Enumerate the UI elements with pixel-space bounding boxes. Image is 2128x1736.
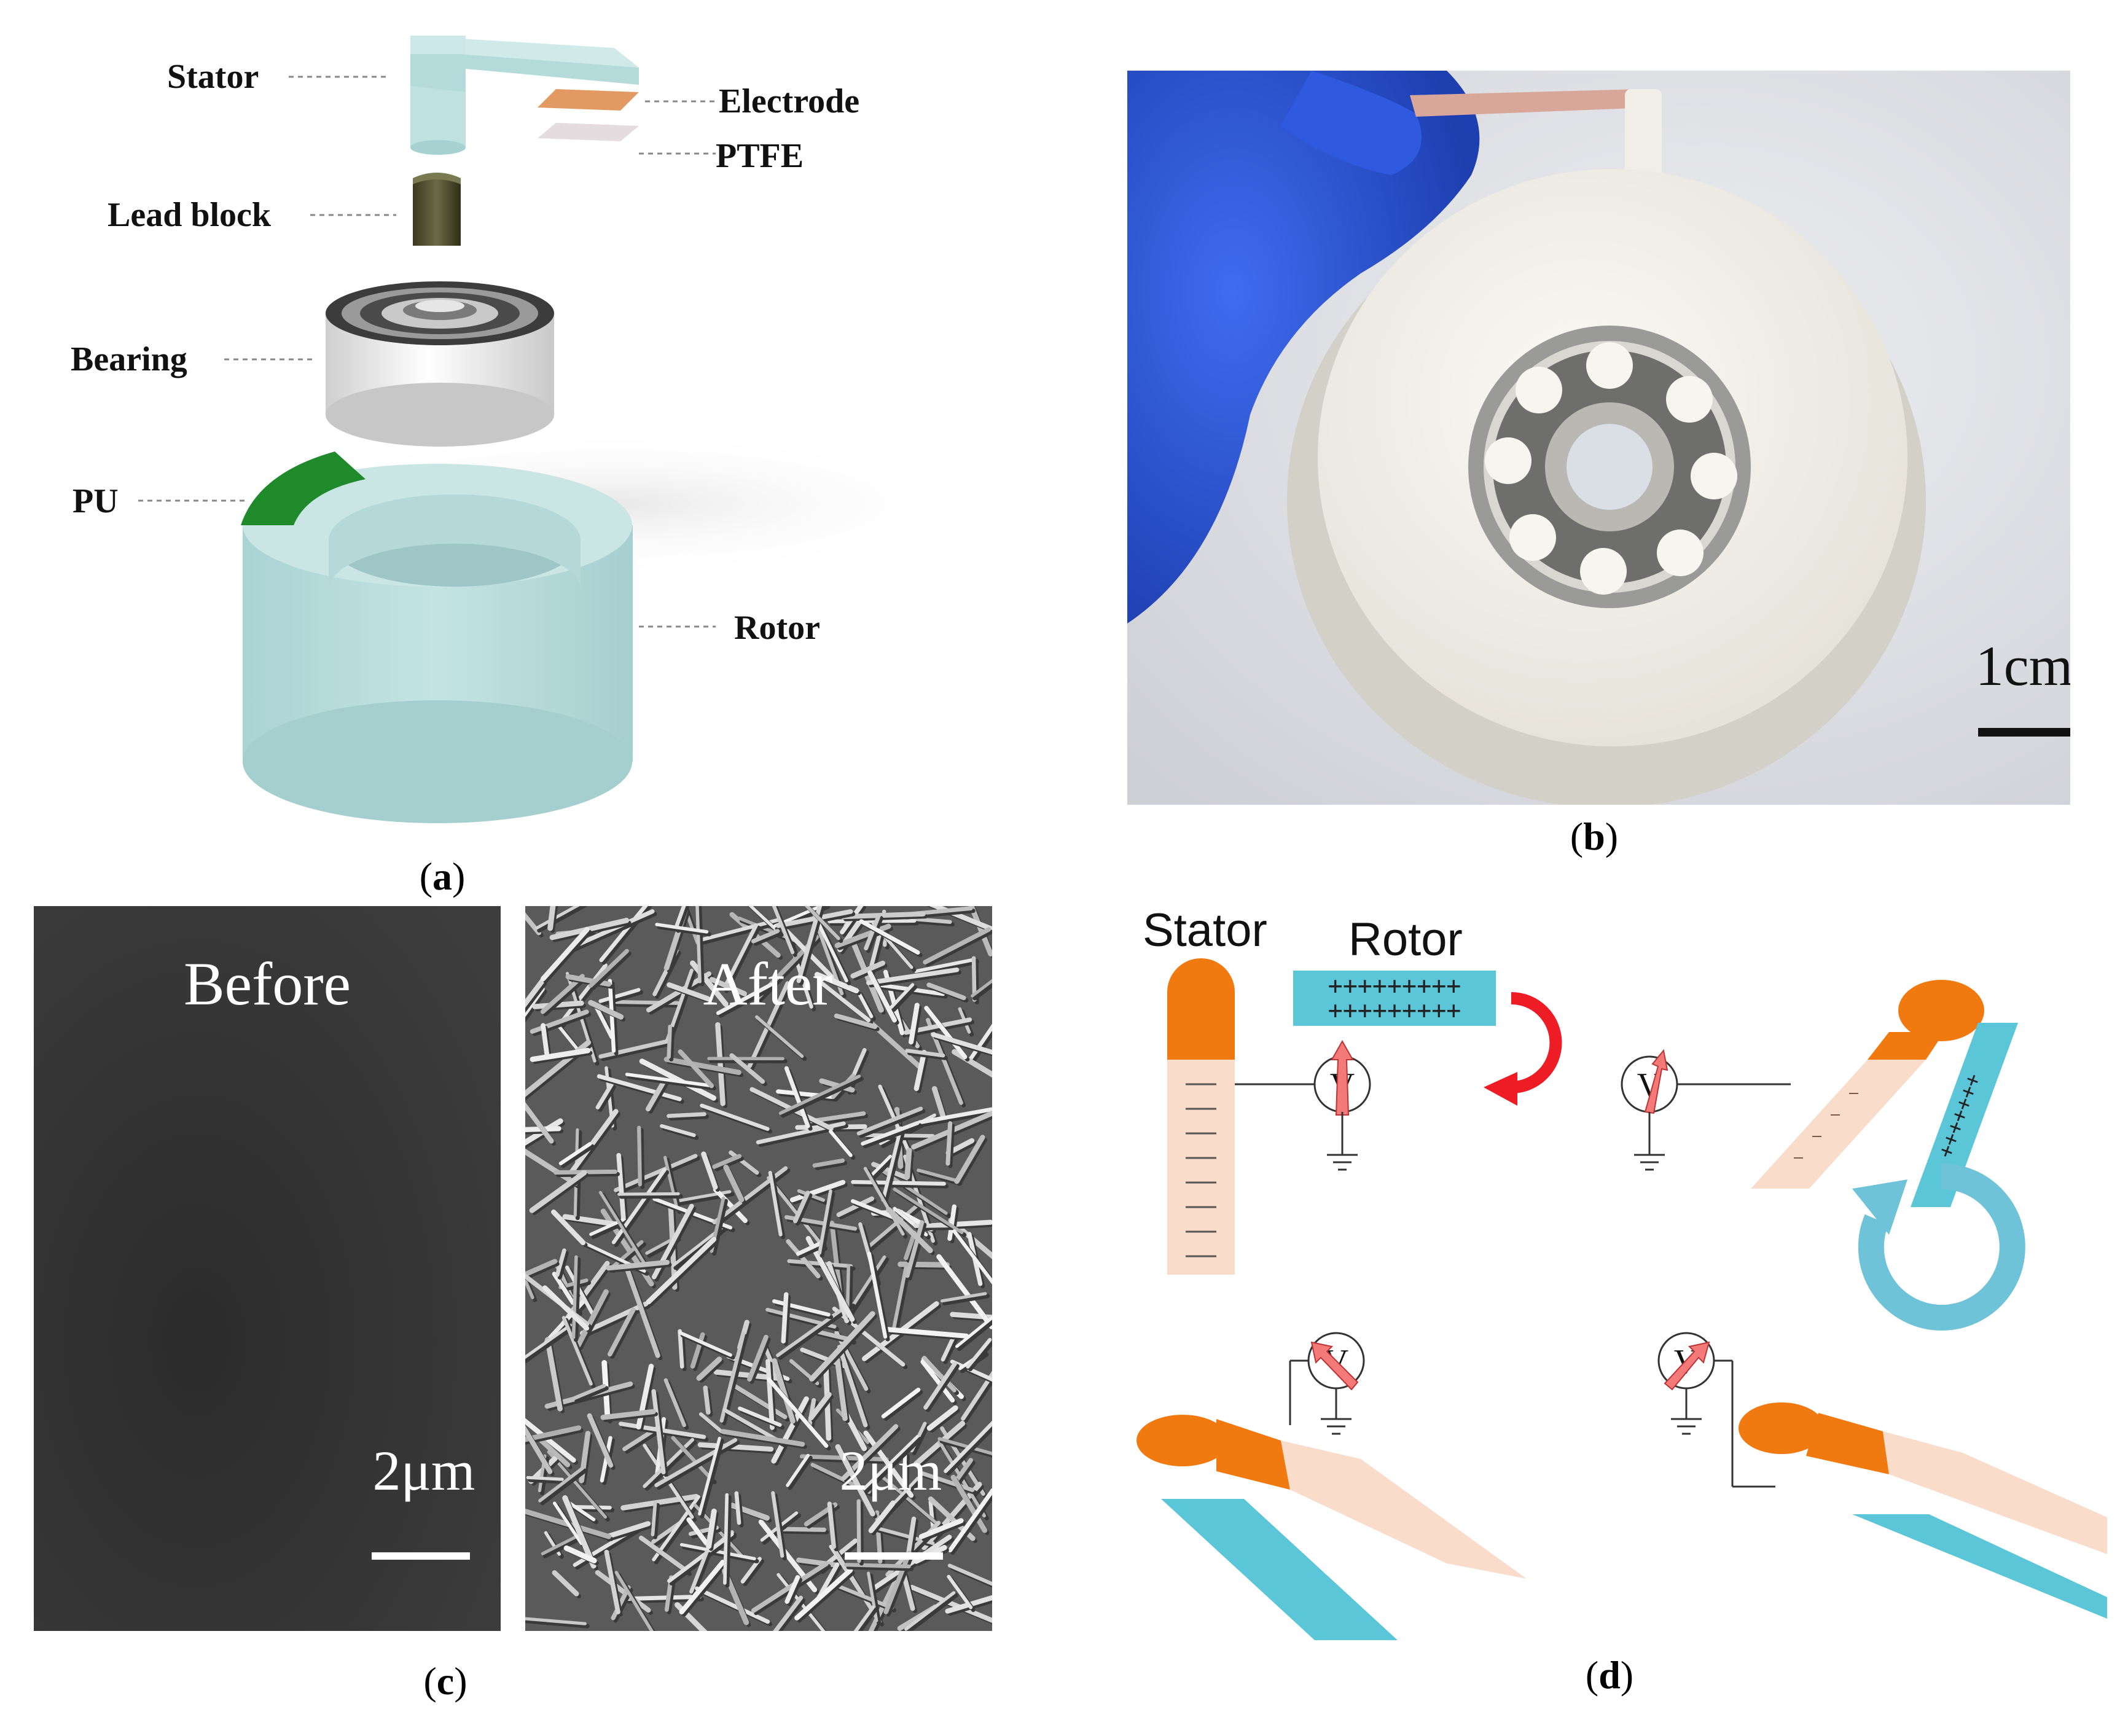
stage-4-needle-arrow	[1664, 1341, 1710, 1391]
stage-3-electrode	[1216, 1419, 1290, 1490]
sem-after-image: After 2μm	[525, 906, 992, 1631]
panel-c-caption: (c)	[423, 1659, 467, 1703]
stage-4-ground-icon	[1671, 1418, 1702, 1435]
photo-scale-label: 1cm	[1976, 635, 2070, 697]
sem-before-image: Before 2μm	[34, 906, 501, 1631]
pu-part	[241, 452, 366, 525]
stator-strip	[1410, 89, 1649, 117]
pu-label: PU	[72, 482, 119, 520]
panel-c-after: After 2μm	[525, 906, 992, 1631]
ptfe-label: PTFE	[716, 137, 804, 175]
stage-2-stator-head	[1898, 980, 1984, 1041]
stage-2-needle-arrow	[1644, 1049, 1668, 1114]
stage-2-stator-charges	[1794, 1093, 1858, 1159]
bearing-bore	[1567, 424, 1653, 510]
sem-before-surface	[34, 906, 501, 1631]
electrode-label: Electrode	[719, 82, 859, 120]
stage-2-ground-icon	[1634, 1154, 1665, 1171]
cycle-arrow-head	[1852, 1179, 1907, 1235]
stage-1-rotor	[1293, 971, 1496, 1026]
stage-3-ground-icon	[1321, 1418, 1352, 1435]
bearing-label: Bearing	[71, 340, 187, 378]
stage-1-needle-arrow	[1331, 1039, 1354, 1116]
rotation-arrow-head	[1484, 1072, 1517, 1106]
bearing-part	[326, 281, 554, 447]
stage-1-negative-charges	[1186, 1083, 1216, 1257]
panel-b-photo: 1cm	[1127, 71, 2070, 805]
stage-4-stator-head	[1739, 1402, 1825, 1454]
stage-4: V	[1657, 1332, 2107, 1619]
ptfe-part	[538, 123, 639, 141]
panel-d: Stator Rotor +++++++++ +++++++++ V	[1124, 885, 2128, 1659]
stator-label: Stator	[167, 58, 259, 96]
stator-title: Stator	[1143, 904, 1267, 956]
lead-block-label: Lead block	[108, 196, 272, 234]
rotor-title: Rotor	[1348, 913, 1463, 966]
nanorod-texture	[525, 906, 992, 1631]
working-principle-diagram: Stator Rotor +++++++++ +++++++++ V	[1136, 904, 2107, 1640]
stage-1: Stator Rotor +++++++++ +++++++++ V	[1143, 904, 1562, 1275]
stator-part	[410, 36, 639, 155]
stage-1-rotor-charges-row2: +++++++++	[1328, 996, 1461, 1025]
stage-2-rotor	[1911, 1023, 2018, 1207]
stage-3-needle-arrow	[1310, 1341, 1359, 1391]
glove-fingertip	[1281, 71, 1422, 175]
device-photo: 1cm	[1127, 71, 2070, 805]
panel-b-caption: (b)	[1570, 815, 1619, 858]
blue-glove	[1127, 71, 1480, 624]
stage-3: V	[1136, 1332, 1527, 1640]
panel-a: Stator Electrode PTFE Lead block Bearing…	[0, 0, 1069, 872]
lead-block-part	[413, 173, 461, 246]
photo-scale-bar	[1978, 728, 2070, 737]
after-scale-bar	[845, 1552, 943, 1560]
before-scale-label: 2μm	[373, 1439, 475, 1502]
panel-c-before: Before 2μm	[34, 906, 501, 1631]
panel-a-caption: (a)	[419, 854, 466, 898]
cycle-arrow	[1852, 1163, 2025, 1331]
stage-1-electrode	[1167, 992, 1235, 1060]
exploded-view-diagram: Stator Electrode PTFE Lead block Bearing…	[71, 36, 983, 823]
stage-3-rotor	[1161, 1499, 1398, 1640]
stage-4-electrode	[1806, 1413, 1889, 1474]
rotor-label: Rotor	[734, 609, 820, 647]
stage-4-rotor	[1852, 1514, 2107, 1619]
stage-3-stator-head	[1136, 1415, 1229, 1466]
before-label: Before	[184, 950, 351, 1018]
after-scale-label: 2μm	[840, 1439, 942, 1502]
stage-1-ground-icon	[1327, 1154, 1358, 1171]
stage-1-rotor-charges-row1: +++++++++	[1328, 972, 1461, 1000]
stage-2: V +++++++	[1621, 980, 2018, 1207]
stage-1-stator-body	[1167, 1060, 1235, 1275]
before-scale-bar	[372, 1552, 470, 1560]
stage-3-stator-body	[1281, 1441, 1527, 1579]
stage-2-stator-body	[1751, 1060, 1926, 1189]
after-label: After	[703, 950, 833, 1018]
bearing-balls	[1485, 342, 1737, 595]
rotor-part	[243, 464, 633, 823]
cycle-arrow-arc	[1858, 1163, 2025, 1331]
rotation-arrow-arc	[1511, 992, 1562, 1093]
stage-4-stator-body	[1883, 1431, 2107, 1554]
electrode-part	[538, 89, 639, 111]
panel-d-caption: (d)	[1585, 1653, 1634, 1697]
